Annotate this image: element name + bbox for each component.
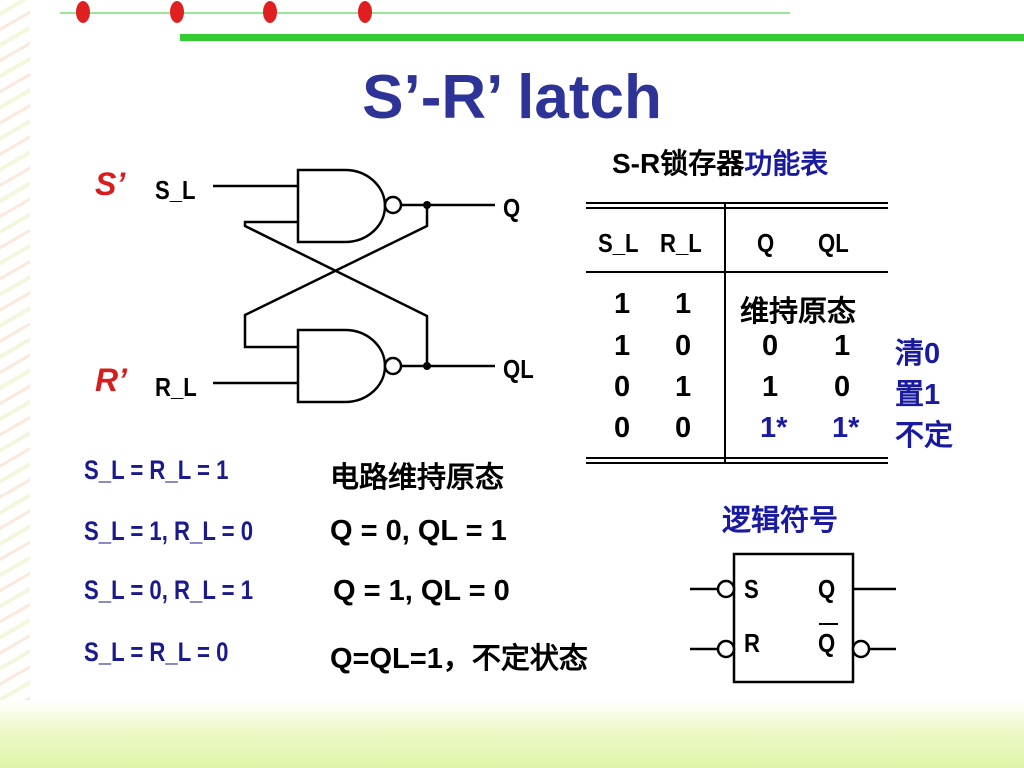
table-cell-q: 1 — [762, 371, 779, 403]
table-cell-rl: 0 — [675, 330, 692, 362]
table-cell-q: 1* — [760, 412, 788, 444]
table-caption-main: S-R锁存器 — [612, 148, 745, 179]
symbol-bubble-s — [716, 579, 736, 599]
red-bullet-icon — [263, 1, 277, 23]
junction-dot — [423, 201, 431, 209]
table-cell-ql: 0 — [834, 371, 851, 403]
condition-result: Q = 0, QL = 1 — [330, 515, 507, 547]
table-cell-q: 0 — [762, 330, 779, 362]
feedback-wire-q — [243, 205, 429, 349]
junction-dot — [423, 362, 431, 370]
table-cell-sl: 0 — [614, 412, 631, 444]
thick-green-rule — [180, 34, 1024, 41]
condition-text: S_L = 0, R_L = 1 — [84, 575, 254, 605]
symbol-label-q: Q — [818, 574, 836, 604]
table-cell-note: 置1 — [895, 379, 941, 411]
symbol-label-s: S — [744, 574, 759, 604]
input-label-r: R_L — [155, 372, 197, 402]
input-label-s: S_L — [155, 175, 196, 205]
red-bullet-icon — [358, 1, 372, 23]
table-header-sl: S_L — [598, 228, 639, 258]
condition-result: Q = 1, QL = 0 — [333, 575, 510, 607]
condition-text: S_L = R_L = 0 — [84, 637, 229, 667]
s-prime-label: S’ — [95, 166, 126, 202]
bottom-decorative-band — [0, 700, 1024, 768]
condition-result: Q=QL=1，不定状态 — [330, 643, 588, 675]
header-decoration — [60, 1, 1024, 41]
table-cell-ql: 1* — [832, 412, 860, 444]
table-cell-rl: 1 — [675, 371, 692, 403]
table-cell-rl: 1 — [675, 288, 692, 320]
table-cell-sl: 1 — [614, 288, 631, 320]
table-cell-sl: 1 — [614, 330, 631, 362]
table-cell-note: 不定 — [895, 420, 954, 452]
condition-text: S_L = 1, R_L = 0 — [84, 516, 254, 546]
r-prime-label: R’ — [95, 362, 127, 398]
table-cell-note: 清0 — [895, 338, 941, 370]
table-cell-state: 维持原态 — [740, 296, 857, 328]
page-title: S’-R’ latch — [362, 63, 662, 132]
left-decorative-band — [0, 0, 30, 768]
table-header-ql: QL — [818, 228, 849, 258]
symbol-label-r: R — [744, 628, 760, 658]
latch-symbol-box — [732, 552, 855, 684]
table-lines — [586, 202, 888, 464]
logic-symbol-caption: 逻辑符号 — [722, 505, 839, 537]
table-caption: S-R锁存器功能表 — [612, 142, 828, 182]
table-cell-sl: 0 — [614, 371, 631, 403]
symbol-label-qbar: Q — [818, 628, 836, 658]
symbol-bubble-qbar — [851, 639, 871, 659]
table-caption-highlight: 功能表 — [744, 148, 829, 179]
table-header-q: Q — [757, 228, 775, 258]
table-cell-ql: 1 — [834, 330, 851, 362]
feedback-wire-ql — [243, 220, 429, 366]
red-bullet-icon — [76, 1, 90, 23]
output-label-ql: QL — [503, 354, 534, 384]
table-header-rl: R_L — [660, 228, 702, 258]
red-bullet-icon — [170, 1, 184, 23]
output-label-q: Q — [503, 193, 521, 223]
condition-text: S_L = R_L = 1 — [84, 455, 229, 485]
table-cell-rl: 0 — [675, 412, 692, 444]
symbol-bubble-r — [716, 639, 736, 659]
condition-result: 电路维持原态 — [330, 462, 505, 494]
